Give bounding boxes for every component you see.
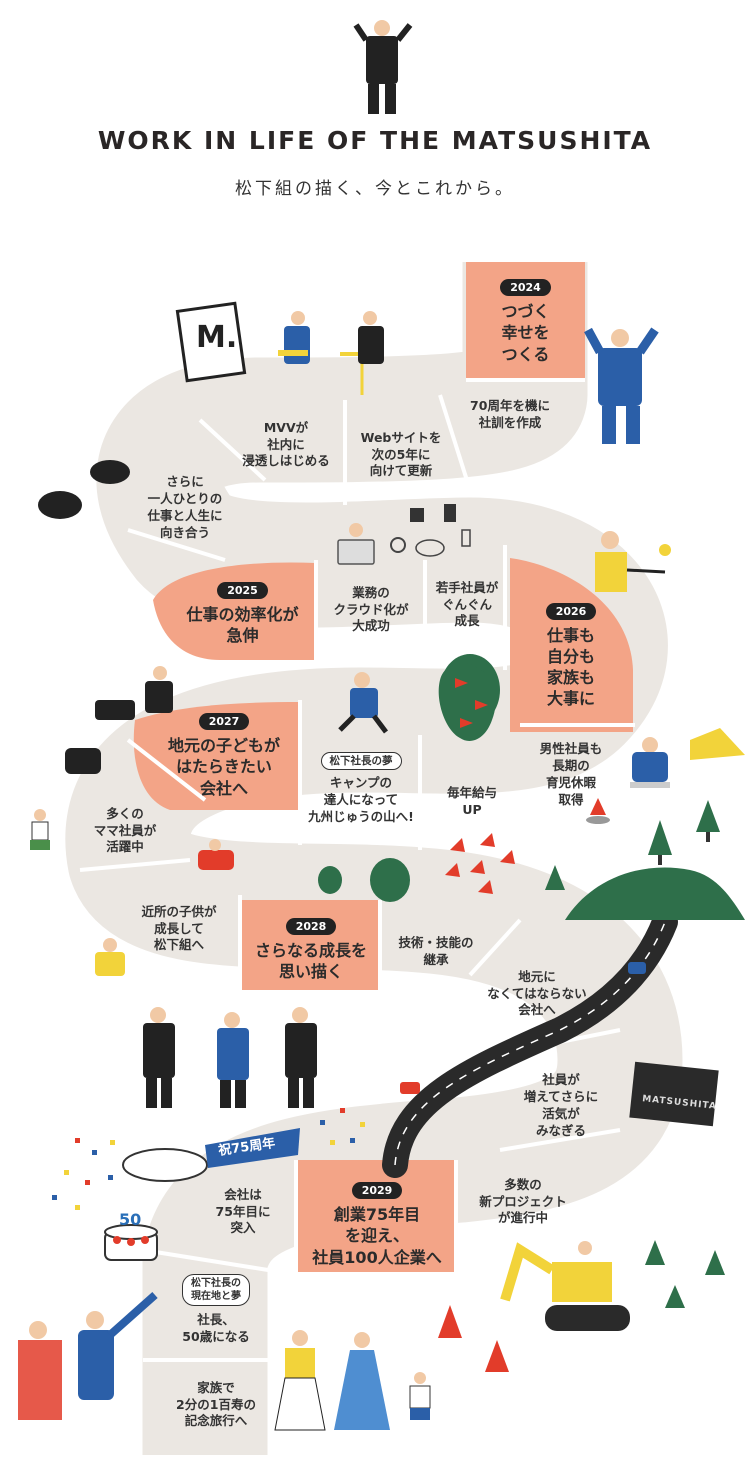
winding-path — [65, 262, 683, 1455]
cook-illustration — [595, 531, 671, 592]
step-cell: 70周年を機に 社訓を作成 — [445, 390, 575, 440]
logo-letter: M. — [196, 320, 238, 355]
cake-illustration — [104, 1224, 158, 1261]
year-badge: 2027 — [198, 713, 250, 731]
step-cell: 社員が 増えてさらに 活気が みなぎる — [508, 1068, 614, 1144]
year-badge: 2028 — [285, 917, 337, 935]
step-cell: 業務の クラウド化が 大成功 — [318, 580, 424, 640]
step-text: 多数の 新プロジェクト が進行中 — [479, 1176, 567, 1226]
year-badge: 2025 — [217, 581, 268, 599]
milestone-2024: 2024 つづく 幸せを つくる — [466, 270, 585, 374]
yellow-person-illustration — [95, 938, 125, 976]
step-cell: 会社は 75年目に 突入 — [196, 1182, 290, 1242]
milestone-text: 創業75年目 を迎え、 社員100人企業へ — [312, 1205, 442, 1267]
car-icon — [400, 1082, 420, 1094]
milestone-text: 仕事の効率化が 急伸 — [186, 604, 299, 645]
cake-number: 50 — [119, 1210, 142, 1229]
step-text: 会社は 75年目に 突入 — [215, 1186, 271, 1236]
step-text: キャンプの 達人になって 九州じゅうの山へ! — [308, 775, 414, 824]
camper-illustration — [630, 737, 670, 788]
step-text: Webサイトを 次の5年に 向けて更新 — [360, 429, 442, 479]
running-man-illustration — [338, 672, 388, 734]
tile-dividers — [79, 378, 635, 1362]
step-cell: 松下社長の 現在地と夢 社長、 50歳になる — [160, 1268, 272, 1352]
milestone-2027: 2027 地元の子どもが はたらきたい 会社へ — [150, 712, 298, 800]
map-flags — [455, 678, 488, 728]
step-text: 技術・技能の 継承 — [398, 935, 474, 967]
step-text: さらに 一人ひとりの 仕事と人生に 向き合う — [147, 474, 223, 540]
top-person-illustration — [353, 20, 413, 114]
milestone-2029: 2029 創業75年目 を迎え、 社員100人企業へ — [298, 1180, 456, 1270]
milestone-text: つづく 幸せを つくる — [501, 302, 550, 364]
milestone-2026: 2026 仕事も 自分も 家族も 大事に — [512, 598, 630, 714]
mountain-illustration — [565, 867, 745, 920]
step-text: 社員が 増えてさらに 活気が みなぎる — [523, 1072, 599, 1138]
three-workers-illustration — [143, 1007, 317, 1108]
devices-illustration — [337, 504, 471, 565]
step-text: 多くの ママ社員が 活躍中 — [93, 805, 157, 855]
step-cell: 地元に なくてはならない 会社へ — [474, 964, 600, 1024]
milestone-text: さらなる成長を 思い描く — [254, 940, 367, 981]
step-cell: MVVが 社内に 浸透しはじめる — [226, 410, 346, 480]
car-icon-2 — [628, 962, 646, 974]
logo-card — [175, 301, 247, 383]
highlight-tiles — [133, 262, 633, 1272]
workers-illustration — [38, 460, 130, 519]
step-cell: 男性社員も 長期の 育児休暇 取得 — [516, 738, 626, 812]
president-dream-badge: 松下社長の 現在地と夢 — [182, 1274, 250, 1307]
milestone-2028: 2028 さらなる成長を 思い描く — [244, 915, 378, 985]
child-illustration — [30, 809, 50, 850]
blimp-illustration — [122, 1148, 208, 1182]
family-illustration — [18, 1292, 431, 1431]
blue-man-illustration — [584, 327, 659, 444]
tent-icon — [690, 728, 745, 760]
workers-group-illustration — [65, 666, 173, 774]
milestone-text: 仕事も 自分も 家族も 大事に — [546, 625, 595, 709]
step-text: 業務の クラウド化が 大成功 — [333, 584, 409, 634]
step-cell: さらに 一人ひとりの 仕事と人生に 向き合う — [130, 470, 240, 546]
step-text: 若手社員が ぐんぐん 成長 — [435, 579, 499, 629]
step-text: 近所の子供が 成長して 松下組へ — [141, 903, 217, 953]
year-badge: 2026 — [545, 602, 597, 620]
page-title: WORK IN LIFE OF THE MATSUSHITA — [97, 126, 653, 155]
step-text: 社長、 50歳になる — [182, 1312, 250, 1344]
step-text: 家族で 2分の1百寿の 記念旅行へ — [176, 1379, 256, 1429]
kyushu-map-icon — [438, 663, 496, 741]
milestone-text: 地元の子どもが はたらきたい 会社へ — [167, 736, 280, 798]
step-cell: 多くの ママ社員が 活躍中 — [80, 800, 170, 862]
year-badge: 2024 — [500, 279, 551, 297]
confetti — [52, 1108, 365, 1210]
road-illustration — [382, 909, 678, 1178]
excavator-illustration — [500, 1241, 630, 1331]
step-cell: 若手社員が ぐんぐん 成長 — [426, 572, 508, 638]
step-cell: 技術・技能の 継承 — [384, 930, 488, 974]
step-cell: 近所の子供が 成長して 松下組へ — [120, 898, 238, 960]
step-cell: 多数の 新プロジェクト が進行中 — [460, 1172, 586, 1232]
step-text: MVVが 社内に 浸透しはじめる — [242, 419, 330, 469]
president-dream-badge: 松下社長の夢 — [320, 752, 402, 771]
meeting-illustration — [278, 311, 384, 395]
milestone-2025: 2025 仕事の効率化が 急伸 — [170, 578, 315, 650]
step-cell: 毎年給与 UP — [424, 782, 520, 822]
step-text: 70周年を機に 社訓を作成 — [470, 398, 550, 430]
red-person-illustration — [198, 839, 234, 870]
page-subtitle: 松下組の描く、今とこれから。 — [235, 179, 515, 199]
growth-arrows-icon — [445, 833, 515, 894]
step-text: 男性社員も 長期の 育児休暇 取得 — [539, 741, 603, 807]
step-cell: 家族で 2分の1百寿の 記念旅行へ — [160, 1374, 272, 1436]
campfire-icon — [586, 798, 610, 824]
company-sign — [629, 1061, 719, 1127]
step-cell: 松下社長の夢 キャンプの 達人になって 九州じゅうの山へ! — [302, 744, 420, 834]
step-text: 毎年給与 UP — [446, 785, 497, 817]
traffic-cone-icons — [438, 1305, 509, 1372]
step-text: 地元に なくてはならない 会社へ — [487, 968, 587, 1018]
step-cell: Webサイトを 次の5年に 向けて更新 — [346, 420, 456, 490]
year-badge: 2029 — [351, 1182, 403, 1200]
anniversary-banner — [205, 1128, 300, 1168]
